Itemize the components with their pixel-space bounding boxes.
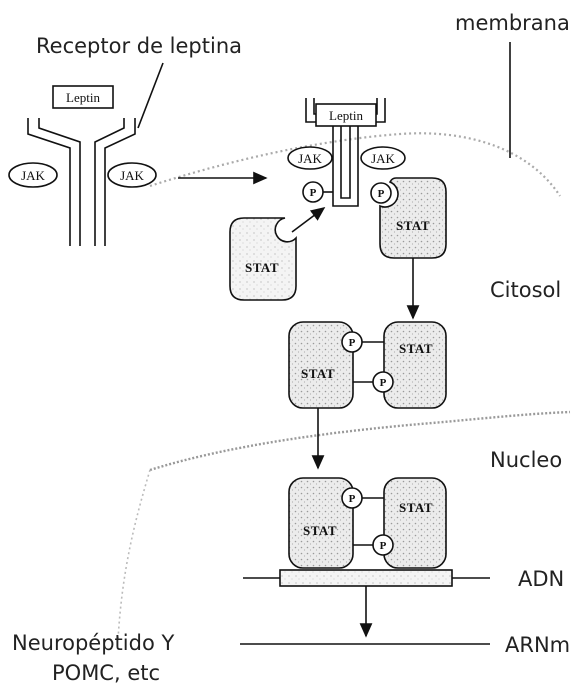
cytosol-stat-right-label: STAT: [399, 341, 433, 356]
receptor-pointer-line: [138, 63, 163, 128]
free-stat-label: STAT: [245, 260, 279, 275]
cytosol-stat-dimer: STAT STAT P P: [289, 322, 446, 408]
nucleus-stat-right-label: STAT: [399, 500, 433, 515]
jak-label-right-unbound: JAK: [120, 168, 144, 183]
receptor-label: Receptor de leptina: [36, 34, 242, 58]
receptor-bound-stat-label: STAT: [396, 218, 430, 233]
inactive-receptor: Leptin JAK JAK: [9, 86, 156, 246]
dna-binding-box: [280, 570, 452, 586]
jak-label-left-unbound: JAK: [21, 168, 45, 183]
cytosol-stat-left: [289, 322, 353, 408]
products-label-line2: POMC, etc: [52, 661, 160, 685]
phosphate-label-cytosol-upper: P: [349, 337, 356, 349]
jak-label-left-bound: JAK: [298, 151, 322, 166]
free-stat-shape: [230, 218, 296, 300]
cytosol-stat-left-label: STAT: [301, 366, 335, 381]
membrane-label: membrana: [455, 11, 570, 35]
phosphate-label-cytosol-lower: P: [380, 377, 387, 389]
nuclear-envelope-left-edge: [118, 470, 150, 640]
products-label-line1: Neuropéptido Y: [12, 631, 174, 655]
nucleus-label: Nucleo: [490, 448, 562, 472]
phosphate-label-receptor-right: P: [378, 188, 385, 200]
nuclear-stat-dimer: STAT STAT P P: [289, 478, 446, 568]
jak-label-right-bound: JAK: [371, 151, 395, 166]
dna-label: ADN: [518, 567, 564, 591]
mrna-label: ARNm: [505, 633, 570, 657]
phosphate-label-nucleus-upper: P: [349, 493, 356, 505]
phosphate-label-receptor-left: P: [310, 187, 317, 199]
nucleus-stat-right: [384, 478, 446, 568]
cytosol-label: Citosol: [490, 278, 561, 302]
cell-membrane-curve: [150, 133, 560, 196]
phosphate-label-nucleus-lower: P: [380, 540, 387, 552]
receptor-bound-stat: STAT P: [371, 178, 446, 258]
docking-arrow: [292, 208, 324, 232]
cytosol-stat-right: [384, 322, 446, 408]
leptin-label-unbound: Leptin: [66, 90, 100, 105]
leptin-label-bound: Leptin: [329, 108, 363, 123]
free-stat: STAT: [230, 218, 296, 300]
nucleus-stat-left-label: STAT: [303, 523, 337, 538]
